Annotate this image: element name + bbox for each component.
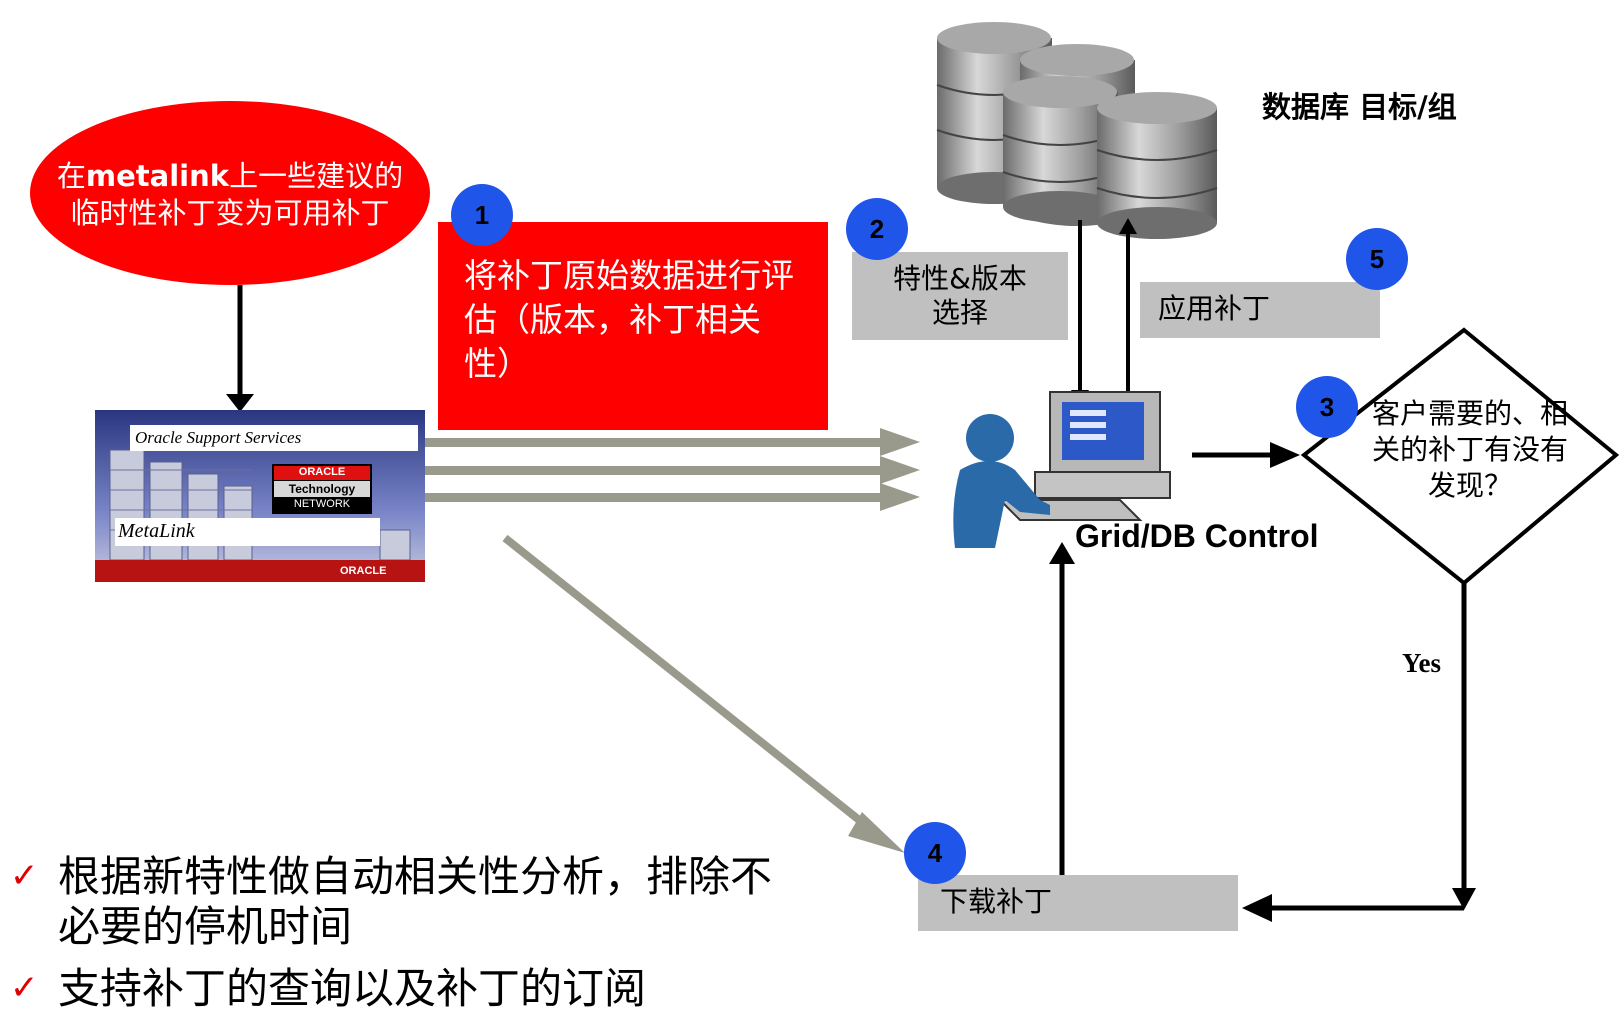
bullet-list: ✓ 根据新特性做自动相关性分析，排除不 必要的停机时间 ✓ 支持补丁的查询以及补… <box>10 852 772 1014</box>
metalink-banner <box>95 410 425 582</box>
step2-badge: 2 <box>846 198 908 260</box>
step3-text: 客户需要的、相关的补丁有没有发现？ <box>1371 397 1568 502</box>
step2-text-line1: 特性&版本 <box>893 262 1027 295</box>
control-label: Grid/DB Control <box>1075 518 1319 554</box>
banner-logo-oracle: ORACLE <box>298 466 346 478</box>
step4-badge: 4 <box>904 822 966 884</box>
banner-logo-network: NETWORK <box>293 498 351 510</box>
suggestion-ellipse <box>30 101 430 285</box>
bullet-1-line2: 必要的停机时间 <box>58 902 353 951</box>
bullet-item-1: ✓ 根据新特性做自动相关性分析，排除不 必要的停机时间 <box>10 852 772 952</box>
suggestion-rest: 上一些建议的临时性补丁变为可用补丁 <box>70 159 404 230</box>
arrowhead-down <box>226 394 254 412</box>
suggestion-text: 在metalink上一些建议的临时性补丁变为可用补丁 <box>55 135 405 255</box>
banner-footer-logo: ORACLE <box>340 565 387 577</box>
databases-label: 数据库 目标/组 <box>1262 90 1457 124</box>
step3-badge: 3 <box>1296 376 1358 438</box>
download-path-arrow <box>502 534 905 853</box>
step5-badge: 5 <box>1346 228 1408 290</box>
database-cylinders <box>936 22 1218 239</box>
step1-badge: 1 <box>451 184 513 246</box>
step5-text: 应用补丁 <box>1158 292 1271 325</box>
arrowhead-up-1 <box>1119 218 1137 234</box>
suggestion-prefix: 在 <box>56 159 86 193</box>
evaluation-arrows <box>425 428 920 511</box>
bullet-item-2: ✓ 支持补丁的查询以及补丁的订阅 <box>10 964 772 1014</box>
arrowhead-right <box>1270 442 1300 468</box>
banner-metalink-label: MetaLink <box>118 520 195 542</box>
arrowhead-left <box>1242 894 1272 922</box>
arrowhead-down-3 <box>1452 888 1476 910</box>
checkmark-icon: ✓ <box>10 968 39 1008</box>
step1-box: 将补丁原始数据进行评估（版本，补丁相关性） <box>438 222 828 430</box>
step5-box: 应用补丁 <box>1140 282 1380 338</box>
bullet-2-line1: 支持补丁的查询以及补丁的订阅 <box>58 964 647 1013</box>
step2-box: 特性&版本 选择 <box>852 252 1068 340</box>
banner-logo-technology: Technology <box>288 482 356 496</box>
person-computer-icon <box>953 391 1171 548</box>
suggestion-bold-word: metalink <box>85 159 230 193</box>
step2-text-line2: 选择 <box>931 296 988 329</box>
step4-text: 下载补丁 <box>940 885 1053 918</box>
step4-box: 下载补丁 <box>918 875 1238 931</box>
banner-title: Oracle Support Services <box>135 428 302 447</box>
yes-label: Yes <box>1402 648 1441 678</box>
checkmark-icon: ✓ <box>10 856 39 896</box>
arrowhead-up-2 <box>1049 542 1075 564</box>
step1-text: 将补丁原始数据进行评估（版本，补丁相关性） <box>464 256 794 383</box>
bullet-1-line1: 根据新特性做自动相关性分析，排除不 <box>58 852 773 901</box>
